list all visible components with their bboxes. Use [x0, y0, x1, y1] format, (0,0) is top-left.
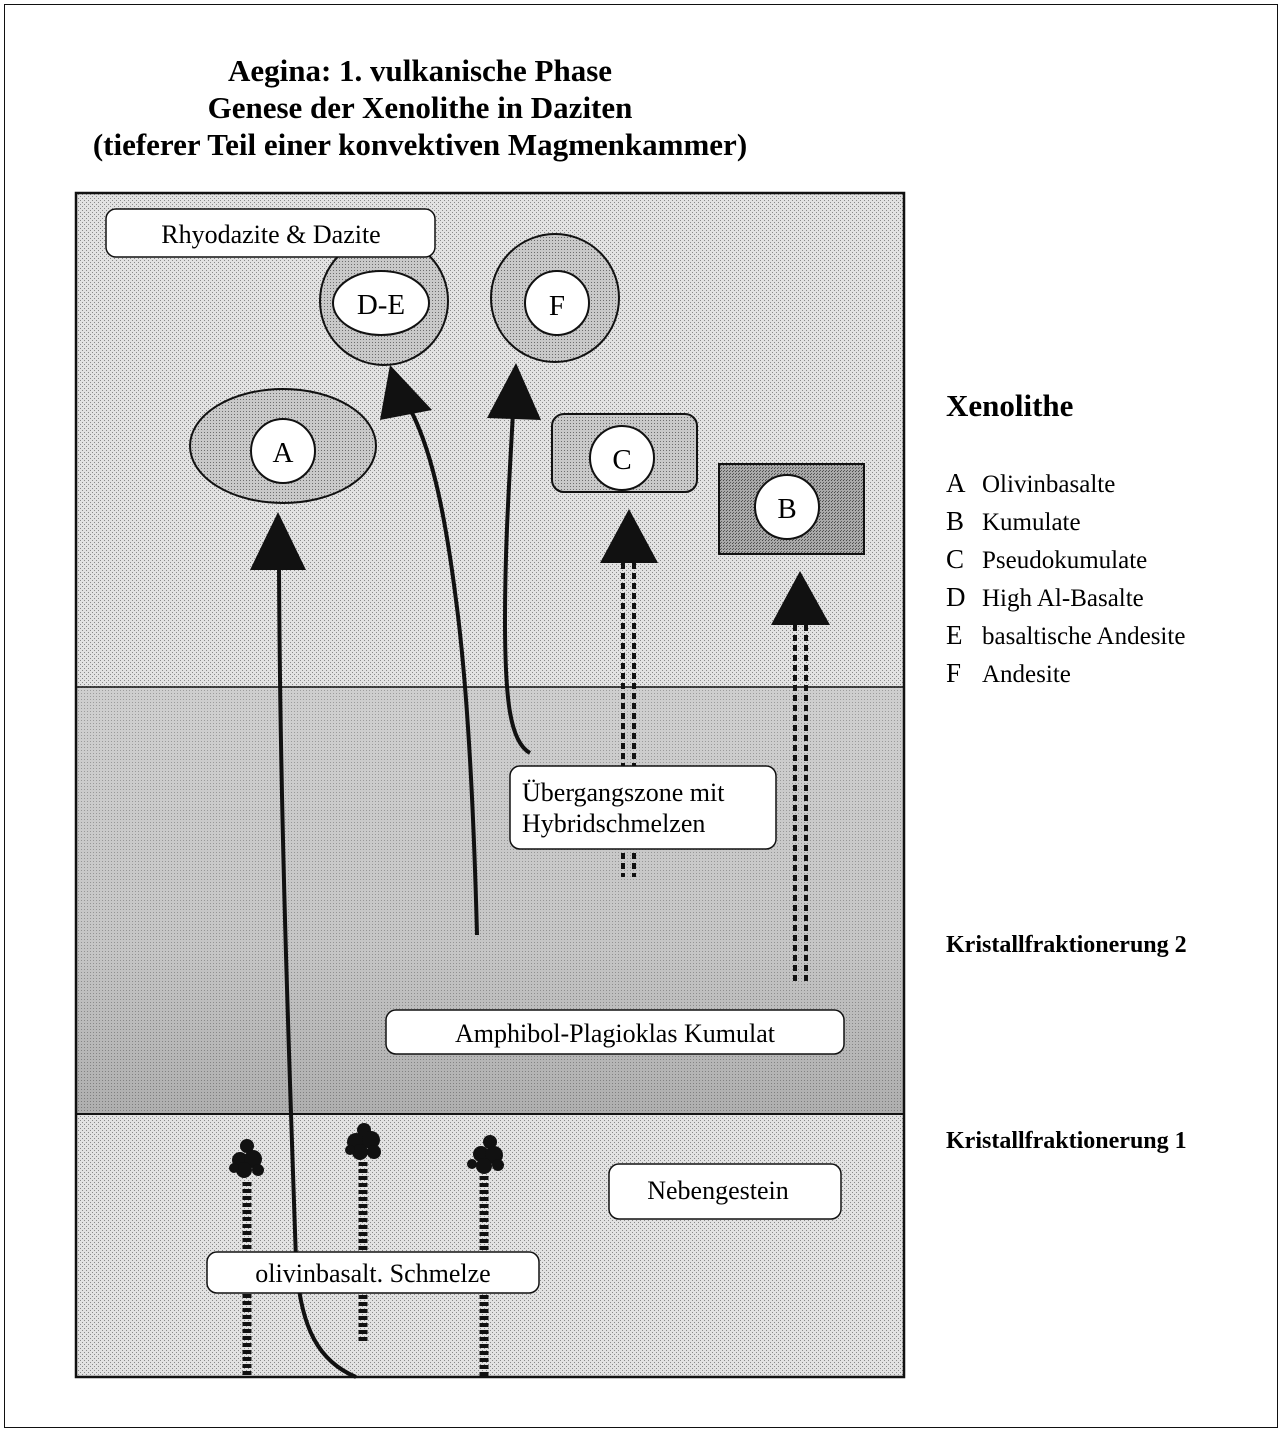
xenolith-F-label: F [549, 290, 565, 322]
diagram-title: Aegina: 1. vulkanische Phase Genese der … [30, 52, 810, 163]
legend-text: Kumulate [982, 509, 1081, 536]
crystal-cluster-icon [467, 1135, 504, 1174]
legend-key: C [946, 544, 965, 574]
arrow-to-B-dotted [771, 571, 830, 982]
xenolith-A-label: A [273, 437, 294, 469]
legend-title: Xenolithe [946, 388, 1074, 423]
legend-item: D High Al-Basalte [946, 579, 1185, 617]
label-transition-zone: Übergangszone mit Hybridschmelzen [509, 765, 777, 850]
legend-key: D [946, 582, 966, 612]
label-melt: olivinbasalt. Schmelze [206, 1251, 540, 1294]
xenolith-C-label: C [612, 444, 631, 476]
xenolith-DE-label: D-E [357, 289, 405, 321]
transition-label-line-1: Übergangszone mit [522, 778, 725, 807]
legend-text: Olivinbasalte [982, 471, 1116, 498]
label-fractionation-2: Kristallfraktionerung 2 [946, 932, 1187, 958]
transition-label-line-2: Hybridschmelzen [522, 809, 705, 838]
label-rhyodazite: Rhyodazite & Dazite [105, 208, 436, 258]
title-line-3: (tieferer Teil einer konvektiven Magmenk… [92, 127, 748, 162]
cumulate-label-text: Amphibol-Plagioklas Kumulat [455, 1019, 776, 1048]
country-rock-label-text: Nebengestein [647, 1176, 789, 1205]
legend-key: B [946, 506, 965, 536]
crystal-cluster-icon [229, 1139, 264, 1178]
xenolith-C: C [551, 413, 698, 493]
label-fractionation-1: Kristallfraktionerung 1 [946, 1128, 1187, 1154]
figure-frame [4, 4, 1278, 1428]
legend-item: B Kumulate [946, 503, 1185, 541]
title-line-2: Genese der Xenolithe in Daziten [207, 90, 633, 125]
legend-text: High Al-Basalte [982, 585, 1144, 612]
legend-item: F Andesite [946, 655, 1185, 693]
arrow-to-A [250, 512, 357, 1379]
legend-key: A [946, 468, 966, 498]
legend-text: basaltische Andesite [982, 623, 1186, 650]
chamber-outline [74, 191, 906, 1379]
xenolith-B: B [718, 463, 865, 555]
legend-text: Pseudokumulate [982, 547, 1148, 574]
xenolith-A: A [189, 388, 377, 504]
label-cumulate: Amphibol-Plagioklas Kumulat [385, 1009, 845, 1055]
melt-label-text: olivinbasalt. Schmelze [255, 1259, 490, 1288]
legend-text: Andesite [982, 661, 1071, 688]
xenolith-B-label: B [777, 493, 796, 525]
title-line-1: Aegina: 1. vulkanische Phase [227, 53, 613, 88]
legend-item: A Olivinbasalte [946, 465, 1185, 503]
xenolith-F: F [490, 233, 620, 363]
arrow-to-F [487, 363, 541, 755]
crystal-cluster-icon [345, 1123, 381, 1160]
legend-item: C Pseudokumulate [946, 541, 1185, 579]
rhyodazite-label-text: Rhyodazite & Dazite [161, 220, 380, 249]
label-country-rock: Nebengestein [608, 1163, 842, 1220]
legend-key: F [946, 658, 962, 688]
arrow-to-DE [380, 365, 479, 936]
legend-key: E [946, 620, 963, 650]
legend-list: A Olivinbasalte B Kumulate C Pseudokumulate… [946, 465, 1185, 693]
xenolith-DE: D-E [319, 236, 449, 366]
